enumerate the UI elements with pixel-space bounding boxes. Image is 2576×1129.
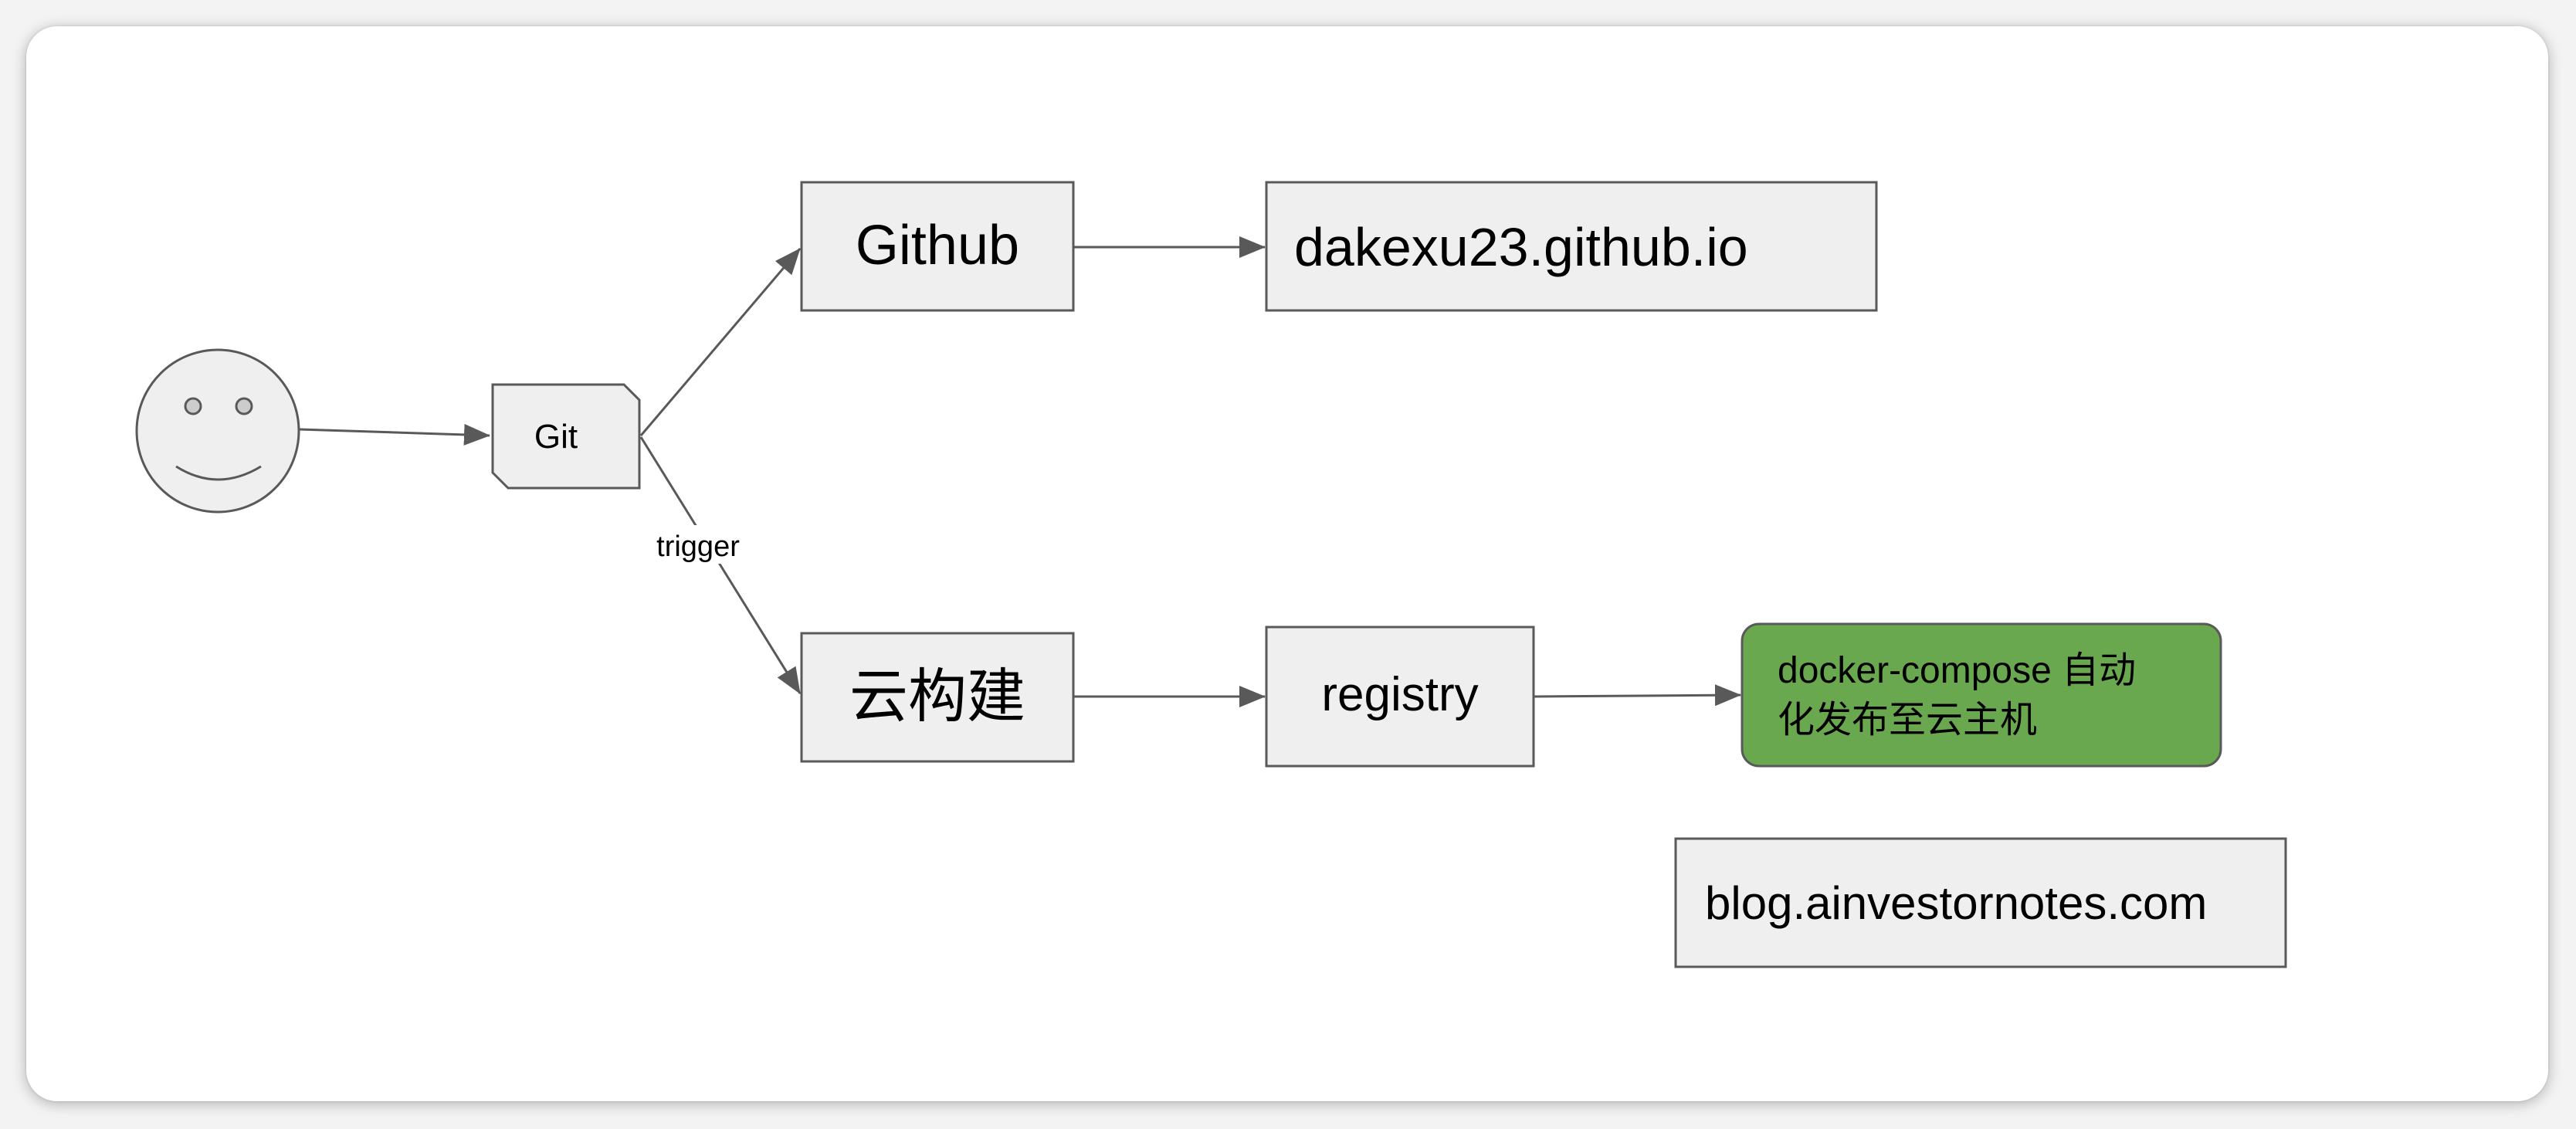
github-site-label: dakexu23.github.io [1294, 217, 1748, 277]
github-box [800, 181, 1075, 312]
edge-user-to-git [299, 423, 490, 446]
edge-git-to-cloud-build [639, 436, 802, 694]
cloud-build-node: 云构建 [800, 632, 1075, 763]
git-label: Git [534, 418, 578, 456]
deploy-box [1740, 622, 2222, 768]
cloud-build-box [800, 632, 1075, 763]
smiley-face-icon [135, 348, 300, 514]
deploy-label-line1: docker-compose 自动 [1778, 650, 2136, 691]
edge-registry-to-deploy [1533, 684, 1741, 707]
blog-site-box [1674, 837, 2287, 968]
registry-node: registry [1265, 626, 1535, 768]
github-site-node: dakexu23.github.io [1265, 181, 1878, 312]
user-node [135, 348, 300, 514]
github-node: Github [800, 181, 1075, 312]
smiley-mouth [175, 465, 262, 481]
deploy-label-line2: 化发布至云主机 [1778, 700, 2037, 741]
registry-box [1265, 626, 1535, 768]
deploy-node: docker-compose 自动 化发布至云主机 [1740, 622, 2222, 768]
cloud-build-label: 云构建 [849, 664, 1025, 730]
trigger-label-bg [650, 525, 746, 564]
git-card-shape [491, 383, 641, 490]
github-site-box [1265, 181, 1878, 312]
smiley-right-eye [235, 397, 253, 415]
smiley-left-eye [184, 397, 202, 415]
edge-trigger-label: trigger [656, 531, 740, 563]
registry-label: registry [1321, 668, 1478, 721]
github-label: Github [856, 215, 1019, 276]
git-node: Git [491, 383, 641, 490]
blog-site-node: blog.ainvestornotes.com [1674, 837, 2287, 968]
blog-site-label: blog.ainvestornotes.com [1705, 877, 2207, 929]
edge-git-to-github [639, 248, 802, 436]
